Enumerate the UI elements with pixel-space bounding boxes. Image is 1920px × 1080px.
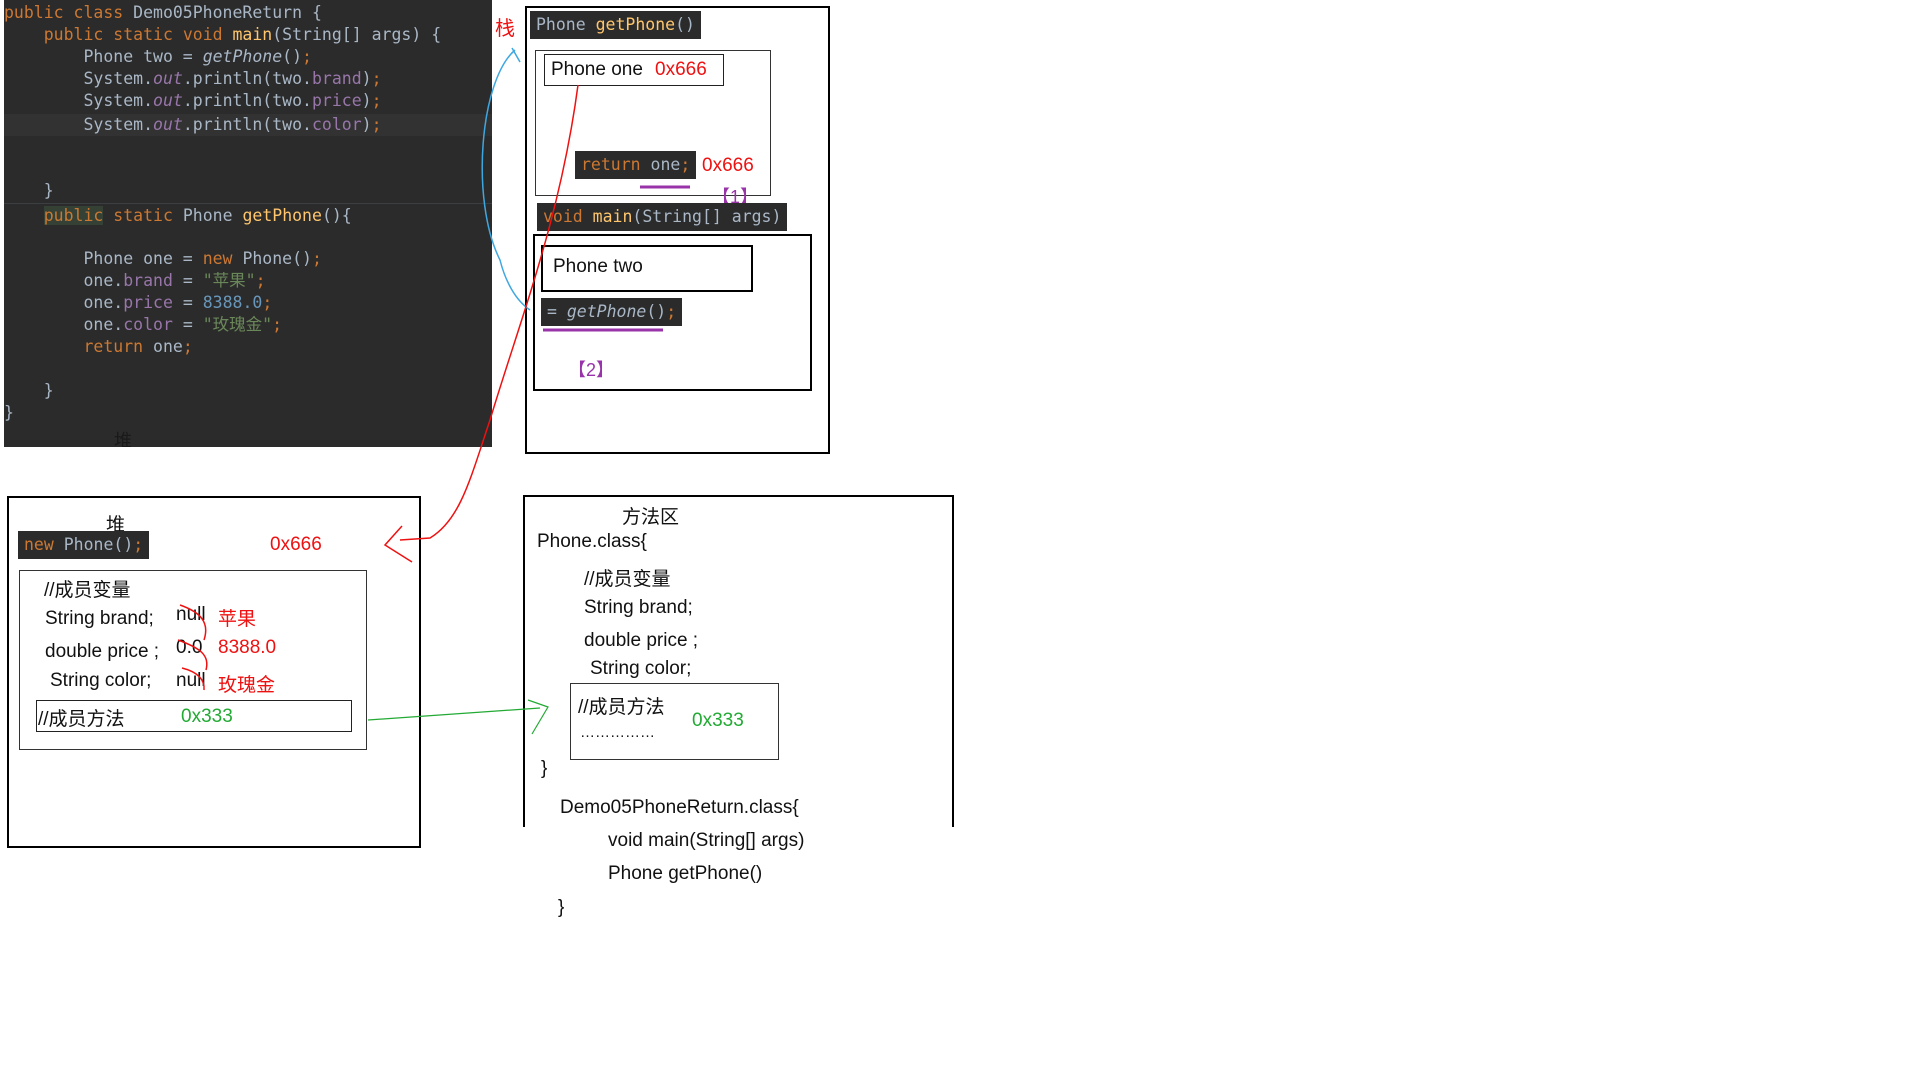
heap-object-box: [19, 570, 367, 750]
heap-methods-box: [36, 700, 352, 732]
return-addr: 0x666: [702, 155, 754, 176]
phone-two-label: Phone two: [553, 256, 643, 277]
heap-field-price-default: 0.0: [176, 637, 203, 658]
heap-methods-addr: 0x333: [181, 706, 233, 727]
code-line-6: System.out.println(two.color);: [4, 115, 382, 134]
phone-class-close: }: [541, 758, 548, 779]
method-field-price: double price ;: [584, 630, 699, 651]
main-frame-header: void main(String[] args): [537, 203, 788, 231]
heap-member-methods-comment: //成员方法: [38, 709, 125, 730]
frame1-marker: 【1】: [712, 187, 759, 207]
heap-member-vars-comment: //成员变量: [44, 580, 131, 601]
heap-field-color-value: 玫瑰金: [218, 675, 276, 696]
method-separator: [4, 203, 492, 204]
phone-one-label: Phone one: [551, 59, 643, 80]
phone-one-addr: 0x666: [655, 59, 707, 80]
heap-new-phone-chip: new Phone();: [18, 531, 150, 559]
method-field-color: String color;: [590, 658, 692, 679]
method-methods-addr: 0x333: [692, 710, 744, 731]
return-code-chip: return one;: [575, 151, 697, 179]
code-editor[interactable]: public class Demo05PhoneReturn { public …: [4, 0, 492, 447]
phone-one-box: [544, 54, 724, 86]
heap-field-brand-default: null: [176, 604, 206, 625]
code-line-8: public static Phone getPhone(){: [43, 206, 352, 225]
code-line-12: one.color = "玫瑰金";: [4, 315, 283, 334]
editor-heap-caption: 堆: [114, 431, 132, 447]
code-line-5: System.out.println(two.price);: [4, 91, 382, 110]
heap-field-brand-decl: String brand;: [45, 608, 154, 629]
demo-class-label: Demo05PhoneReturn.class{: [560, 797, 799, 818]
code-line-3: Phone two = getPhone();: [4, 47, 312, 66]
heap-field-color-decl: String color;: [50, 670, 152, 691]
demo-method-main: void main(String[] args): [608, 830, 805, 851]
demo-class-close: }: [558, 897, 565, 918]
demo-method-getphone: Phone getPhone(): [608, 863, 763, 884]
stack-label: 栈: [495, 18, 515, 40]
heap-field-brand-value: 苹果: [218, 609, 257, 630]
frame2-marker: 【2】: [568, 360, 615, 380]
heap-field-price-value: 8388.0: [218, 637, 277, 658]
method-area: [523, 495, 954, 827]
return-flow-tick: [511, 47, 521, 63]
code-line-4: System.out.println(two.brand);: [4, 69, 382, 88]
getphone-frame-header: Phone getPhone(): [530, 11, 701, 39]
phone-class-label: Phone.class{: [537, 531, 647, 552]
heap-object-addr: 0x666: [270, 534, 322, 555]
code-line-10: one.brand = "苹果";: [4, 271, 266, 290]
code-line-1: public class Demo05PhoneReturn {: [4, 3, 322, 22]
code-line-15: }: [4, 403, 14, 422]
code-line-13: return one;: [83, 337, 193, 356]
getphone-call-chip: = getPhone();: [541, 298, 683, 326]
heap-title: 堆: [106, 515, 126, 536]
method-methods-box: [570, 683, 779, 760]
code-line-9: Phone one = new Phone();: [4, 249, 322, 268]
code-line-7: }: [4, 181, 54, 200]
current-line-highlight: [4, 114, 492, 136]
code-line-14: }: [4, 381, 54, 400]
heap-area: [7, 496, 421, 848]
method-member-methods-comment: //成员方法: [578, 697, 665, 718]
code-line-2: public static void main(String[] args) {: [43, 25, 442, 44]
method-area-title: 方法区: [622, 507, 680, 528]
method-member-vars-comment: //成员变量: [584, 569, 671, 590]
method-methods-ellipsis: ……………: [580, 724, 655, 741]
method-field-brand: String brand;: [584, 597, 693, 618]
heap-field-price-decl: double price ;: [45, 641, 160, 662]
code-line-11: one.price = 8388.0;: [4, 293, 273, 312]
heap-field-color-default: null: [176, 670, 206, 691]
